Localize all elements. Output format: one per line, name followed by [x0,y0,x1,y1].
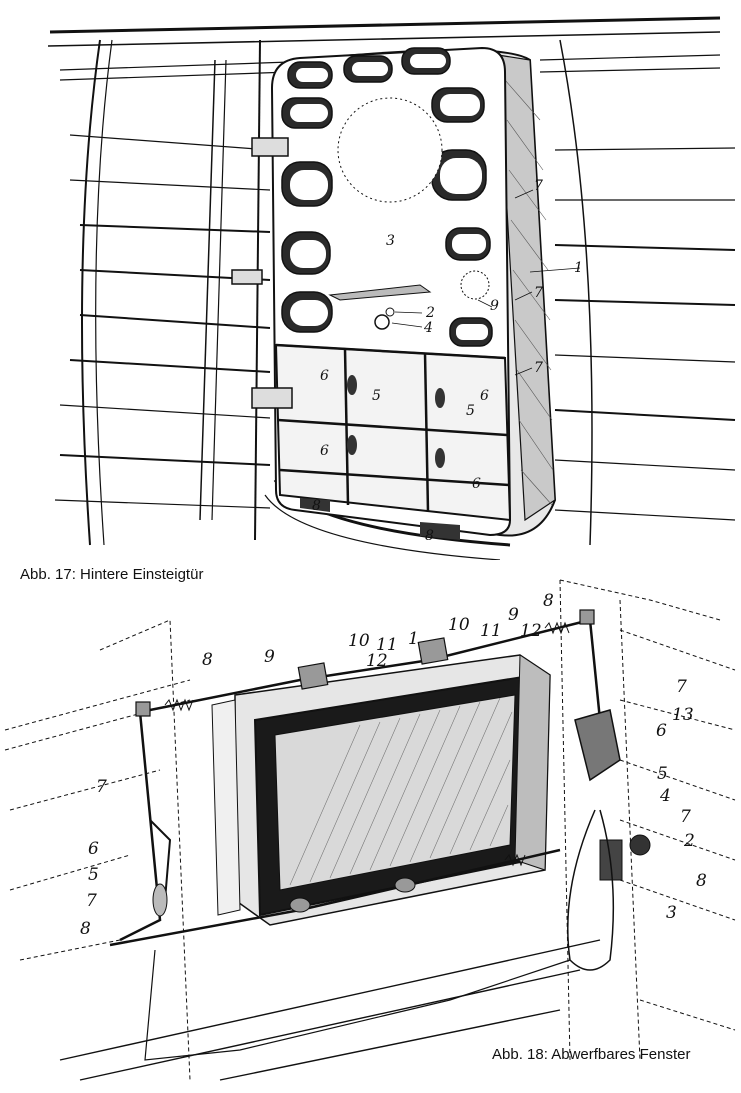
callout-8: 8 [202,650,213,670]
figure-18-window-drawing: 8 9 10 11 12 1 10 11 9 12 8 7 13 6 5 4 7… [0,560,741,1093]
callout-6: 6 [480,388,489,404]
callout-4: 4 [659,786,671,806]
callout-2: 2 [683,831,695,851]
callout-3: 3 [666,903,677,923]
window-illustration: 8 9 10 11 12 1 10 11 9 12 8 7 13 6 5 4 7… [4,579,736,1081]
callout-8: 8 [312,498,321,514]
callout-1: 1 [408,629,419,649]
callout-8: 8 [696,871,707,891]
callout-13: 13 [672,705,694,725]
callout-8: 8 [80,919,91,939]
callout-12: 12 [366,651,388,671]
callout-10: 10 [448,615,470,635]
callout-7: 7 [86,891,97,911]
door-callouts: 3 1 2 4 9 7 7 7 6 6 6 6 5 5 8 8 [312,178,583,544]
callout-7: 7 [534,178,543,194]
callout-6: 6 [656,721,667,741]
callout-6: 6 [472,476,481,492]
figure-17-door-drawing: 3 1 2 4 9 7 7 7 6 6 6 6 5 5 8 8 [47,16,736,560]
door-illustration: 3 1 2 4 9 7 7 7 6 6 6 6 5 5 8 8 [47,16,736,560]
callout-5: 5 [88,865,99,885]
callout-7: 7 [534,360,543,376]
callout-7: 7 [96,777,107,797]
callout-6: 6 [320,443,329,459]
callout-5: 5 [466,403,475,419]
callout-5: 5 [657,764,668,784]
callout-2: 2 [425,305,435,321]
callout-9: 9 [264,647,275,667]
callout-3: 3 [386,233,395,249]
callout-7: 7 [676,677,687,697]
callout-4: 4 [423,320,433,336]
callout-7: 7 [534,285,543,301]
callout-10: 10 [348,631,370,651]
callout-11: 11 [480,621,502,641]
callout-1: 1 [574,260,583,276]
callout-5: 5 [372,388,381,404]
callout-8: 8 [425,528,434,544]
callout-9: 9 [508,605,519,625]
callout-6: 6 [320,368,329,384]
callout-6: 6 [88,839,99,859]
callout-8: 8 [543,591,554,611]
figure-17-caption: Abb. 17: Hintere Einsteigtür [20,566,204,583]
window-callouts: 8 9 10 11 12 1 10 11 9 12 8 7 13 6 5 4 7… [80,591,707,939]
callout-12: 12 [520,621,542,641]
callout-11: 11 [376,635,398,655]
callout-9: 9 [490,298,499,314]
figure-18-caption: Abb. 18: Abwerfbares Fenster [492,1046,691,1063]
callout-7: 7 [680,807,691,827]
